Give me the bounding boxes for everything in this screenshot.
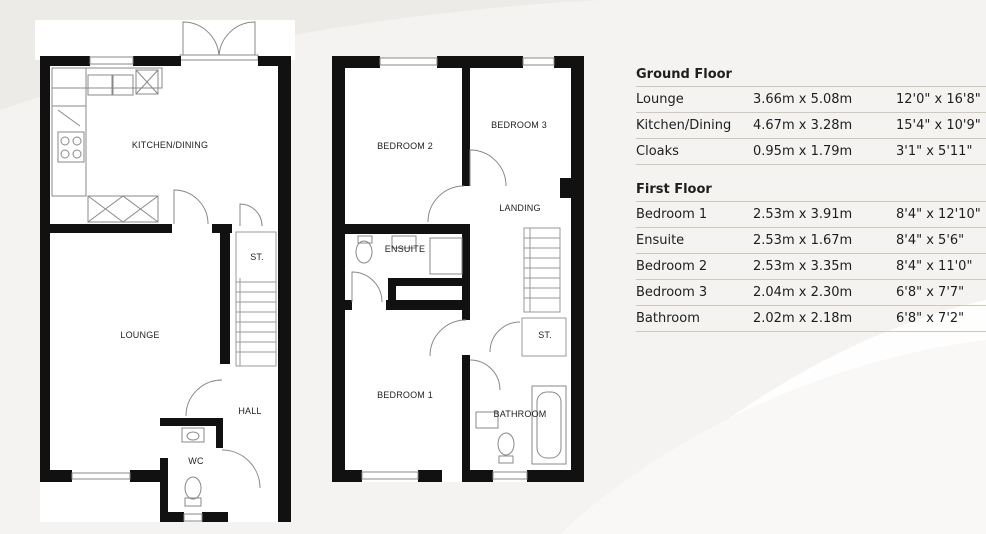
ground-floor-heading: Ground Floor — [636, 67, 732, 82]
room-label-storage-first: ST. — [538, 330, 552, 340]
room-label-wc: WC — [188, 456, 204, 466]
room-label-bedroom-3: BEDROOM 3 — [491, 120, 547, 130]
room-schedule: Ground Floor Lounge 3.66m x 5.08m 12'0" … — [636, 64, 986, 346]
first-floor-walls — [332, 56, 584, 482]
room-label-ensuite: ENSUITE — [385, 244, 425, 254]
room-name: Bedroom 2 — [636, 259, 708, 274]
ground-floor-doors — [173, 189, 263, 489]
schedule-row: Ensuite 2.53m x 1.67m 8'4" x 5'6" — [636, 227, 986, 253]
schedule-row: Cloaks 0.95m x 1.79m 3'1" x 5'11" — [636, 138, 986, 165]
room-name: Lounge — [636, 92, 684, 107]
ground-floor-stairs — [235, 231, 277, 367]
room-label-stairs-ground: ST. — [250, 252, 264, 262]
schedule-row: Bedroom 1 2.53m x 3.91m 8'4" x 12'10" — [636, 201, 986, 227]
metric-size: 3.66m x 5.08m — [753, 92, 853, 107]
metric-size: 2.02m x 2.18m — [753, 311, 853, 326]
first-floor-doors — [351, 149, 521, 391]
room-label-bedroom-2: BEDROOM 2 — [377, 141, 433, 151]
metric-size: 0.95m x 1.79m — [753, 144, 853, 159]
imperial-size: 8'4" x 5'6" — [896, 233, 965, 248]
room-name: Ensuite — [636, 233, 685, 248]
first-floor-schedule: First Floor Bedroom 1 2.53m x 3.91m 8'4"… — [636, 179, 986, 332]
metric-size: 2.04m x 2.30m — [753, 285, 853, 300]
ground-floor-plan: KITCHEN/DINING LOUNGE ST. HALL WC — [35, 20, 295, 522]
kitchen-units — [51, 67, 163, 223]
wc-fittings — [181, 427, 205, 507]
schedule-row: Kitchen/Dining 4.67m x 3.28m 15'4" x 10'… — [636, 112, 986, 138]
room-name: Kitchen/Dining — [636, 118, 732, 133]
schedule-row: Lounge 3.66m x 5.08m 12'0" x 16'8" — [636, 86, 986, 112]
schedule-row: Bedroom 3 2.04m x 2.30m 6'8" x 7'7" — [636, 279, 986, 305]
imperial-size: 12'0" x 16'8" — [896, 92, 981, 107]
imperial-size: 8'4" x 11'0" — [896, 259, 973, 274]
room-label-kitchen-dining: KITCHEN/DINING — [132, 140, 208, 150]
room-name: Cloaks — [636, 144, 679, 159]
imperial-size: 3'1" x 5'11" — [896, 144, 973, 159]
room-name: Bedroom 3 — [636, 285, 708, 300]
metric-size: 2.53m x 3.91m — [753, 207, 853, 222]
room-label-lounge: LOUNGE — [120, 330, 159, 340]
metric-size: 2.53m x 1.67m — [753, 233, 853, 248]
room-label-bedroom-1: BEDROOM 1 — [377, 390, 433, 400]
room-label-hall: HALL — [238, 406, 261, 416]
first-floor-heading: First Floor — [636, 182, 712, 197]
ground-floor-schedule: Ground Floor Lounge 3.66m x 5.08m 12'0" … — [636, 64, 986, 165]
first-floor-plan: BEDROOM 2 BEDROOM 3 LANDING ENSUITE BEDR… — [332, 56, 584, 482]
metric-size: 2.53m x 3.35m — [753, 259, 853, 274]
imperial-size: 6'8" x 7'7" — [896, 285, 965, 300]
schedule-row: Bathroom 2.02m x 2.18m 6'8" x 7'2" — [636, 305, 986, 332]
bathroom-fittings — [475, 385, 567, 465]
schedule-row: Bedroom 2 2.53m x 3.35m 8'4" x 11'0" — [636, 253, 986, 279]
ensuite-fittings — [355, 235, 463, 275]
ground-floor-walls — [40, 56, 291, 522]
imperial-size: 15'4" x 10'9" — [896, 118, 981, 133]
metric-size: 4.67m x 3.28m — [753, 118, 853, 133]
room-label-bathroom: BATHROOM — [494, 409, 547, 419]
first-floor-stairs — [521, 227, 567, 357]
imperial-size: 8'4" x 12'10" — [896, 207, 981, 222]
room-label-landing: LANDING — [499, 203, 540, 213]
room-name: Bathroom — [636, 311, 700, 326]
room-name: Bedroom 1 — [636, 207, 708, 222]
imperial-size: 6'8" x 7'2" — [896, 311, 965, 326]
